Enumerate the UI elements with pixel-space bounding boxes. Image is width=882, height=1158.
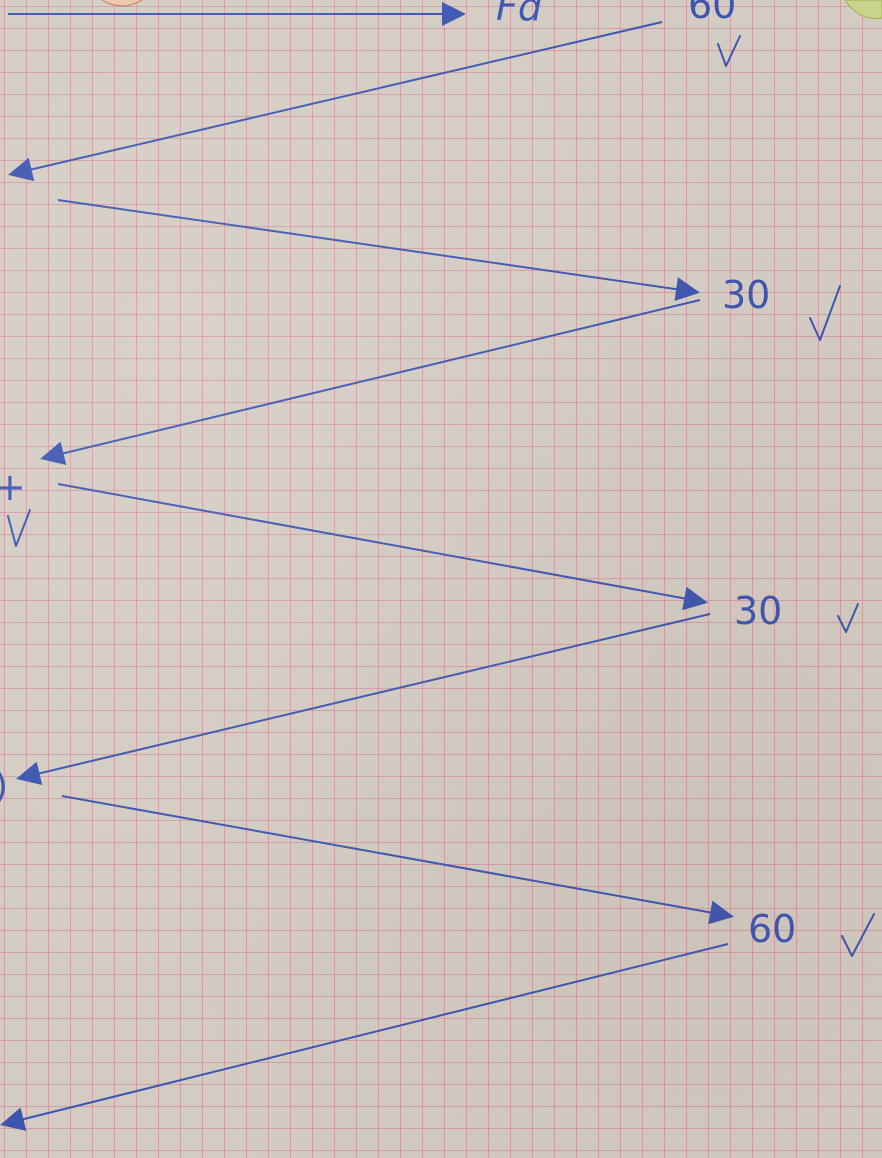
arrow-2: [57, 199, 700, 302]
value-label-1: 30: [722, 273, 770, 317]
check-mark-3: [841, 913, 875, 957]
top-right-blob: [844, 0, 882, 20]
fd-label: Fd: [496, 0, 543, 29]
arrow-6: [61, 795, 734, 925]
value-label-2: 30: [734, 589, 782, 633]
check-mark-1: [809, 285, 841, 341]
arrow-7: [0, 943, 729, 1131]
arrow-4: [57, 483, 708, 611]
left-plus-mark: +: [0, 465, 26, 509]
arrow-1: [8, 21, 663, 182]
left-partial-mark: ): [0, 766, 8, 807]
top-value-label: 60: [688, 0, 736, 27]
top-left-blob: [101, 0, 143, 7]
value-label-3: 60: [748, 907, 796, 951]
arrow-3: [40, 299, 701, 465]
check-mark-left: [7, 509, 31, 547]
arrow-5: [16, 613, 711, 786]
check-mark-2: [837, 603, 859, 633]
check-mark-top: [717, 35, 741, 67]
